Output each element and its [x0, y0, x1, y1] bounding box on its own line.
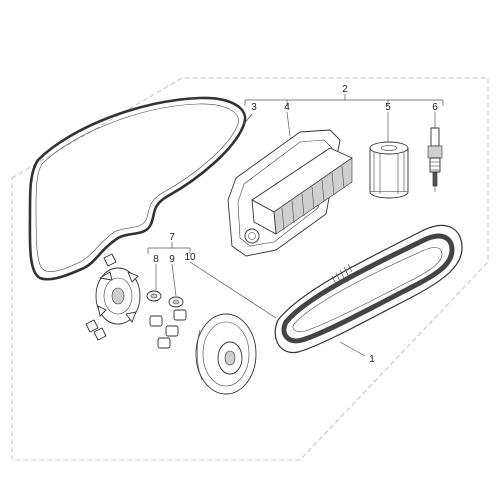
- part-clutch-pulley: [195, 313, 257, 395]
- callout-6: 6: [432, 102, 438, 113]
- callout-7: 7: [169, 232, 175, 243]
- callout-10: 10: [184, 252, 196, 263]
- callout-1: 1: [369, 354, 375, 365]
- callout-2: 2: [342, 84, 348, 95]
- part-small-clips: [85, 253, 117, 341]
- kit-frame: [11, 77, 489, 461]
- part-rollers: [146, 290, 187, 349]
- part-oil-filter: [369, 141, 409, 199]
- callout-3: 3: [251, 102, 257, 113]
- part-drive-belt: [274, 224, 463, 354]
- callout-labels: 1 2 3 4 5 6 7 8 9 10: [153, 84, 438, 365]
- filter-bolt: [244, 228, 260, 244]
- callout-9: 9: [169, 254, 175, 265]
- part-spark-plug: [427, 127, 443, 192]
- callout-4: 4: [284, 102, 290, 113]
- callout-5: 5: [385, 102, 391, 113]
- callout-8: 8: [153, 254, 159, 265]
- part-air-filter: [227, 129, 353, 257]
- part-gasket: [28, 96, 247, 281]
- part-variator: [95, 267, 141, 325]
- leader-lines: [147, 94, 444, 357]
